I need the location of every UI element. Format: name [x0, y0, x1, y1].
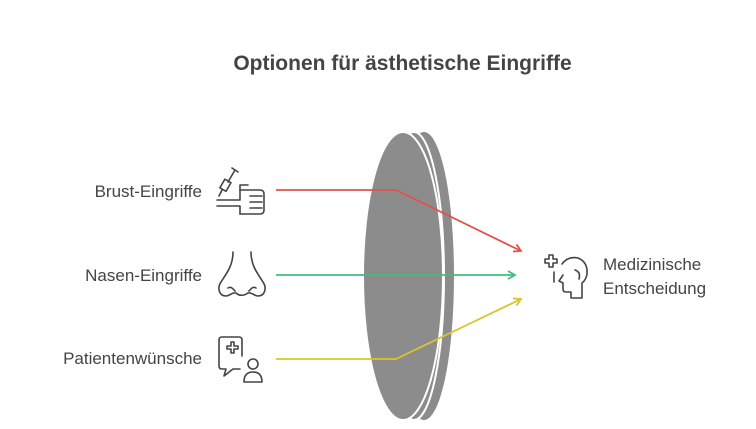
arrow-patient: [276, 297, 523, 360]
syringe-hand-icon: [216, 167, 265, 215]
diagram-title: Optionen für ästhetische Eingriffe: [233, 52, 572, 75]
lens-shape: [362, 131, 454, 421]
input-label-nasen: Nasen-Eingriffe: [85, 266, 202, 285]
input-label-brust: Brust-Eingriffe: [94, 182, 202, 201]
patient-chat-icon: [218, 336, 263, 383]
medical-head-icon: [544, 254, 588, 299]
input-label-patient: Patientenwünsche: [63, 349, 202, 368]
nose-icon: [218, 251, 266, 297]
output-label-line1: Medizinische: [603, 255, 702, 274]
arrow-brust: [276, 189, 523, 253]
output-label-line2: Entscheidung: [603, 279, 707, 298]
